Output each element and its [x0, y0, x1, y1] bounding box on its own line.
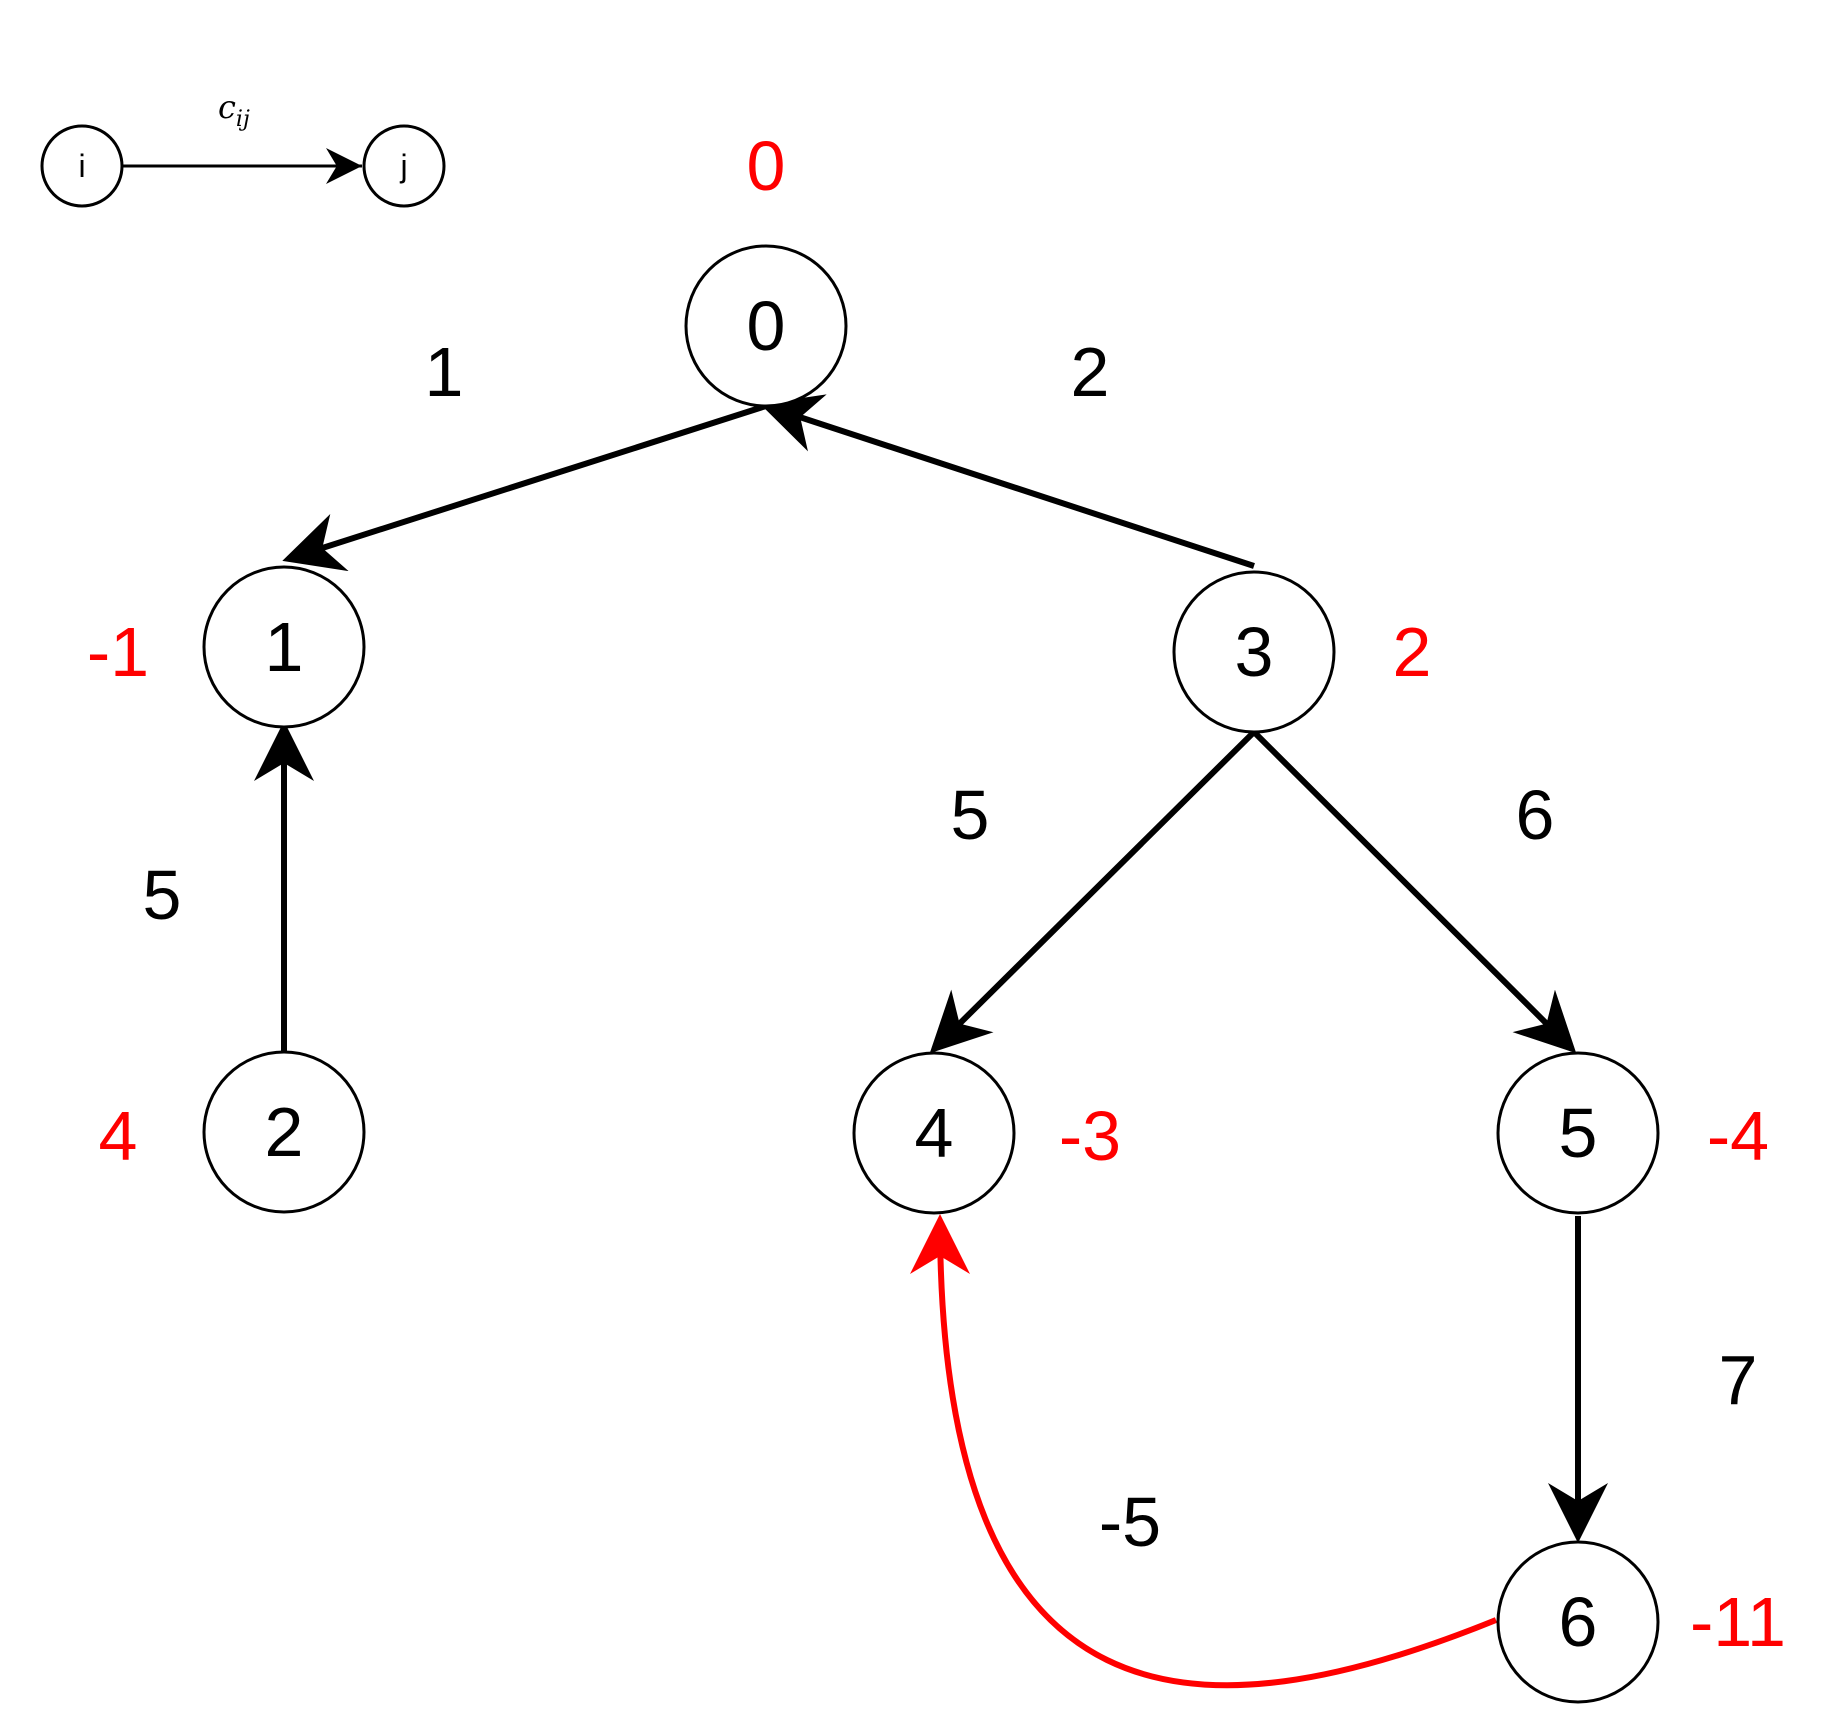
- node-5: 5: [1496, 1051, 1660, 1215]
- legend: i j cij: [40, 88, 446, 208]
- potentials: 0 -1 4 2 -3 -4 -11: [87, 127, 1786, 1661]
- legend-cost-label: cij: [218, 88, 250, 132]
- node-4-label: 4: [915, 1094, 954, 1172]
- nodes: 0 1 2 3 4 5 6: [202, 244, 1660, 1704]
- legend-node-j: [362, 124, 446, 208]
- edge-weight-3-4: 5: [951, 776, 990, 854]
- node-1: 1: [202, 565, 366, 729]
- node-3-circle: [1172, 570, 1336, 734]
- potential-node-5: -4: [1707, 1097, 1769, 1175]
- node-6: 6: [1496, 1540, 1660, 1704]
- potential-node-2: 4: [99, 1097, 138, 1175]
- edges: [254, 394, 1608, 1689]
- edge-3-4: [929, 729, 1257, 1054]
- node-5-circle: [1496, 1051, 1660, 1215]
- edge-6-4: [910, 1214, 1498, 1689]
- edge-0-1: [282, 403, 767, 572]
- node-5-label: 5: [1559, 1094, 1598, 1172]
- node-6-circle: [1496, 1540, 1660, 1704]
- potential-node-3: 2: [1393, 613, 1432, 691]
- edge-weight-2-1: 5: [143, 856, 182, 934]
- legend-node-j-label: j: [399, 148, 407, 184]
- potential-node-4: -3: [1059, 1097, 1121, 1175]
- node-2: 2: [202, 1050, 366, 1214]
- edge-weight-5-6: 7: [1719, 1341, 1758, 1419]
- edge-weight-3-5: 6: [1516, 776, 1555, 854]
- node-1-label: 1: [265, 608, 304, 686]
- node-1-circle: [202, 565, 366, 729]
- edge-weight-0-1: 1: [425, 333, 464, 411]
- node-3-label: 3: [1235, 613, 1274, 691]
- edge-3-5: [1251, 729, 1577, 1054]
- node-0-circle: [684, 244, 848, 408]
- node-2-circle: [202, 1050, 366, 1214]
- potential-node-1: -1: [87, 613, 149, 691]
- edge-weight-3-0: 2: [1071, 333, 1110, 411]
- node-4: 4: [852, 1051, 1016, 1215]
- potential-node-0: 0: [747, 127, 786, 205]
- legend-node-i-label: i: [78, 148, 85, 184]
- node-0-label: 0: [747, 287, 786, 365]
- edge-weight-6-4: -5: [1099, 1483, 1161, 1561]
- node-2-label: 2: [265, 1093, 304, 1171]
- edge-3-0: [760, 394, 1255, 569]
- node-4-circle: [852, 1051, 1016, 1215]
- edge-weights: 1 2 5 5 6 7 -5: [143, 333, 1758, 1561]
- node-3: 3: [1172, 570, 1336, 734]
- potential-node-6: -11: [1690, 1583, 1786, 1661]
- node-6-label: 6: [1559, 1583, 1598, 1661]
- node-0: 0: [684, 244, 848, 408]
